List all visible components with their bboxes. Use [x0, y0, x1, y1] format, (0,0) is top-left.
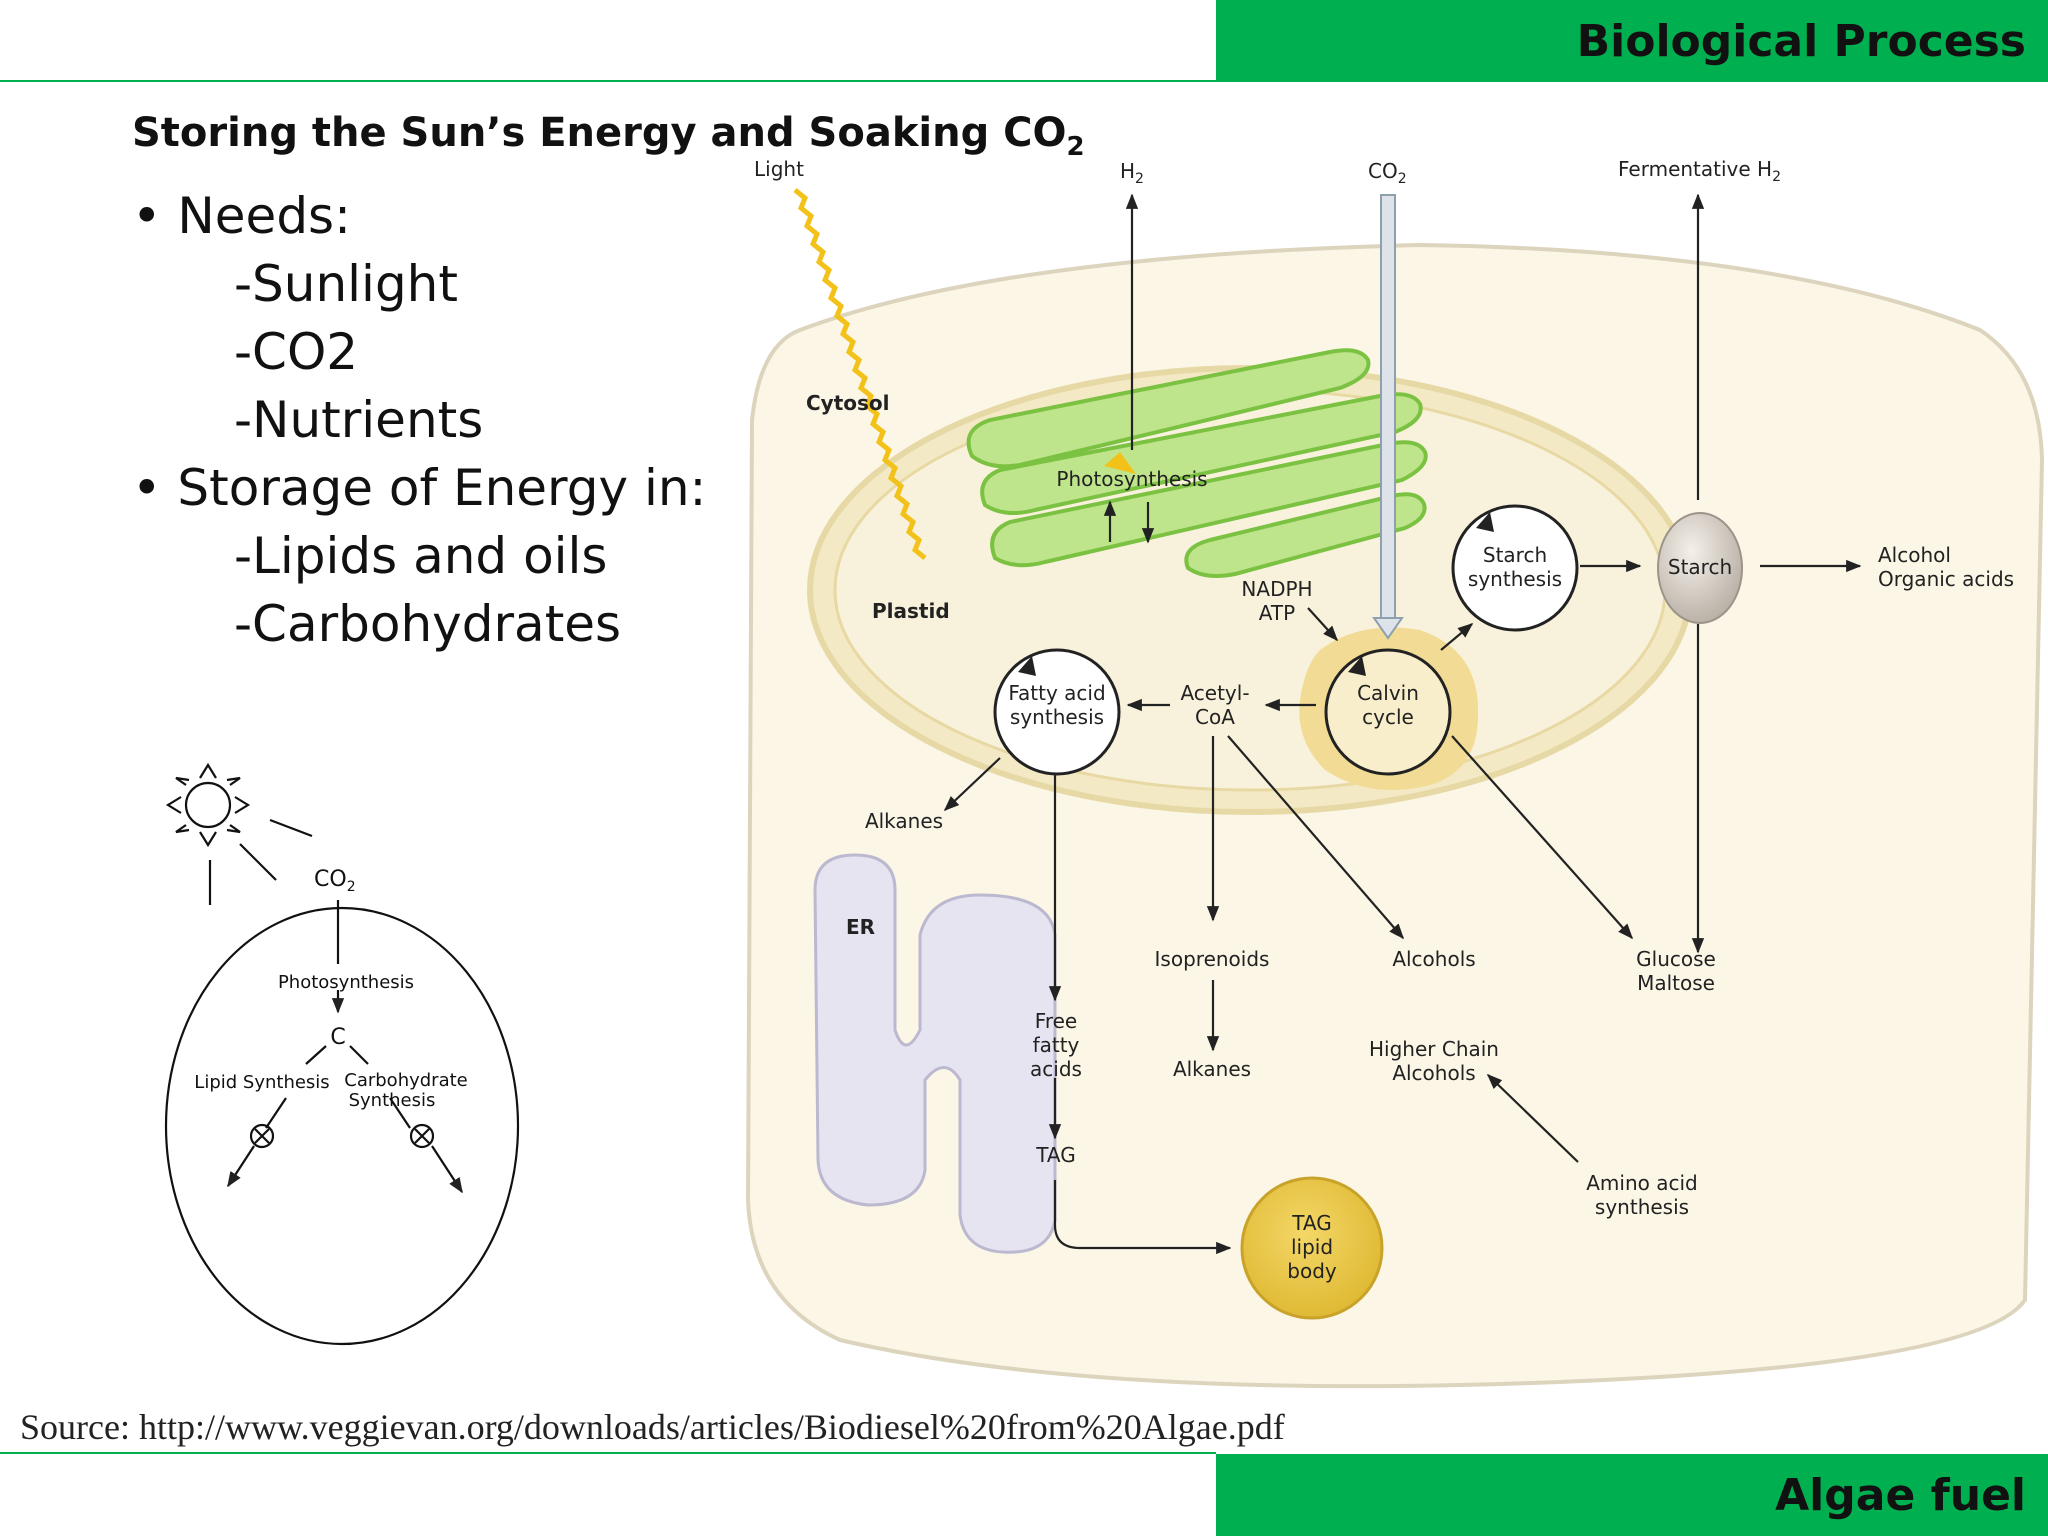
bullet-co2: -CO2	[234, 323, 359, 381]
sun-icon	[184, 781, 232, 829]
carb-block-icon	[409, 1123, 435, 1149]
higher-chain-label-2: Alcohols	[1392, 1061, 1475, 1085]
header-bar: Biological Process	[1216, 0, 2048, 82]
tag-label: TAG	[1035, 1143, 1076, 1167]
starch-label: Starch	[1668, 555, 1732, 579]
bullet-sunlight: -Sunlight	[234, 255, 458, 313]
isoprenoids-label: Isoprenoids	[1155, 947, 1270, 971]
free-fatty-acids-label-3: acids	[1030, 1057, 1082, 1081]
sketch-c-label: C	[330, 1025, 345, 1050]
bullet-list: Needs: -Sunlight -CO2 -Nutrients Storage…	[132, 182, 706, 658]
fatty-acid-label-1: Fatty acid	[1008, 681, 1105, 705]
calvin-label-2: cycle	[1362, 705, 1414, 729]
light-ray	[793, 188, 927, 560]
alcohol-label: Alcohol	[1878, 543, 1951, 567]
slide-title: Storing the Sun’s Energy and Soaking CO2	[132, 110, 1085, 162]
lipid-block-icon	[249, 1123, 275, 1149]
bullet-nutrients: -Nutrients	[234, 391, 484, 449]
footer-title: Algae fuel	[1775, 1470, 2026, 1521]
alkanes-bottom-label: Alkanes	[1173, 1057, 1251, 1081]
cytosol-label: Cytosol	[806, 391, 890, 415]
amino-acid-label-1: Amino acid	[1586, 1171, 1698, 1195]
alcohols-label: Alcohols	[1392, 947, 1475, 971]
bullet-carbohydrates: -Carbohydrates	[234, 595, 622, 653]
fatty-acid-label-2: synthesis	[1010, 705, 1104, 729]
co2-label: CO2	[1368, 159, 1407, 187]
h2-label: H2	[1120, 159, 1144, 187]
sketch-diagram	[164, 762, 520, 1346]
higher-chain-label-1: Higher Chain	[1369, 1037, 1499, 1061]
slide-title-subscript: 2	[1066, 132, 1085, 162]
acetyl-label-1: Acetyl-	[1180, 681, 1249, 705]
starch-synthesis-node	[1451, 504, 1579, 632]
organic-acids-label: Organic acids	[1878, 567, 2014, 591]
glucose-label: Glucose	[1636, 947, 1716, 971]
fermentative-label: Fermentative H2	[1618, 157, 1781, 185]
sketch-photosynthesis-label: Photosynthesis	[278, 972, 414, 993]
co2-pipe-head	[1372, 617, 1404, 640]
tag-body-label-1: TAG	[1291, 1211, 1332, 1235]
free-fatty-acids-label-1: Free	[1035, 1009, 1077, 1033]
sun-rays-icon	[165, 762, 251, 848]
amino-acid-label-2: synthesis	[1595, 1195, 1689, 1219]
fatty-acid-node	[993, 648, 1121, 776]
bullet-lipids: -Lipids and oils	[234, 527, 608, 585]
maltose-label: Maltose	[1637, 971, 1715, 995]
thylakoid-stack	[966, 348, 1428, 578]
plastid-label: Plastid	[872, 599, 950, 623]
pathway-arrows	[943, 193, 1862, 1255]
free-fatty-acids-label-2: fatty	[1033, 1033, 1080, 1057]
tag-body-label-3: body	[1287, 1259, 1337, 1283]
starch-granule	[1657, 512, 1743, 624]
atp-label: ATP	[1259, 601, 1295, 625]
sketch-carb-label-2: Synthesis	[349, 1090, 436, 1111]
bullet-needs: Needs:	[132, 182, 706, 250]
acetyl-label-2: CoA	[1195, 705, 1235, 729]
alkanes-top-label: Alkanes	[865, 809, 943, 833]
header-title: Biological Process	[1576, 16, 2026, 67]
sketch-labels: CO2 Photosynthesis C Lipid Synthesis Car…	[194, 867, 467, 1111]
footer-bar: Algae fuel	[1216, 1454, 2048, 1536]
starch-synthesis-label-2: synthesis	[1468, 567, 1562, 591]
cycle-arrowheads	[1018, 512, 1494, 676]
header-rule	[0, 80, 1216, 82]
tag-lipid-body	[1240, 1176, 1384, 1320]
co2-pipe	[1380, 194, 1396, 621]
nadph-label: NADPH	[1241, 577, 1312, 601]
footer-rule	[0, 1452, 1216, 1454]
sketch-co2-label: CO2	[314, 867, 356, 895]
calvin-cycle-node	[1324, 648, 1452, 776]
bullet-storage: Storage of Energy in:	[132, 454, 706, 522]
tag-body-label-2: lipid	[1291, 1235, 1333, 1259]
sketch-carb-label-1: Carbohydrate	[344, 1070, 468, 1091]
sketch-lipid-label: Lipid Synthesis	[194, 1072, 329, 1093]
er-label: ER	[846, 915, 875, 939]
light-label: Light	[754, 157, 804, 181]
starch-synthesis-label-1: Starch	[1483, 543, 1547, 567]
calvin-label-1: Calvin	[1357, 681, 1419, 705]
photosynthesis-label: Photosynthesis	[1056, 467, 1207, 491]
light-ray-head	[1104, 452, 1136, 474]
sketch-cell	[164, 906, 520, 1346]
source-citation: Source: http://www.veggievan.org/downloa…	[20, 1407, 1285, 1447]
